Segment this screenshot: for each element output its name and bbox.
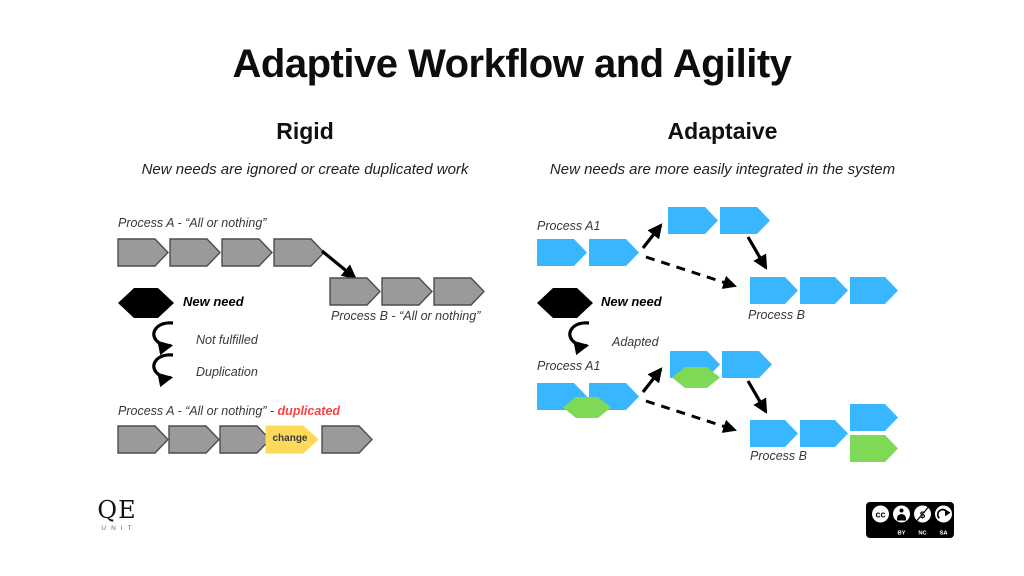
rigid-duplicated-word: duplicated: [277, 404, 341, 418]
adaptive-bottom-b-chevrons: [750, 404, 898, 447]
rigid-not-fulfilled-hook-arrow: [152, 321, 174, 356]
adaptive-process-a1-bottom-label: Process A1: [537, 359, 601, 373]
adaptive-process-b-bottom-label: Process B: [750, 449, 807, 463]
by-label: BY: [897, 531, 905, 537]
adaptive-top-a1-chevrons: [537, 207, 770, 266]
qe-unit-logo: QE UNIT: [86, 498, 148, 532]
rigid-change-chevron: [265, 425, 319, 454]
adaptive-heading: Adaptaive: [667, 118, 778, 144]
sa-arrow-icon: [936, 508, 951, 519]
sa-label: SA: [939, 531, 948, 537]
rigid-process-b-chevrons: [329, 277, 485, 306]
rigid-new-need-hexagon: [118, 288, 174, 318]
adaptive-process-b-top-label: Process B: [748, 308, 805, 322]
adaptive-new-need-hexagon: [537, 288, 593, 318]
adaptive-adapted-label: Adapted: [612, 335, 659, 349]
adaptive-adapted-hook-arrow: [568, 321, 590, 356]
adaptive-subtitle: New needs are more easily integrated in …: [549, 161, 896, 178]
adaptive-bottom-branch-arrow: [641, 367, 663, 393]
rigid-duplicated-prefix: Process A - “All or nothing” -: [118, 404, 278, 418]
adaptive-top-b-chevrons: [750, 277, 898, 304]
rigid-duplicated-chevrons: [117, 425, 373, 454]
adaptive-green-chevron: [850, 435, 898, 462]
by-person-icon: [897, 508, 906, 521]
page-title: Adaptive Workflow and Agility: [232, 42, 792, 86]
qe-logo-text: QE: [97, 496, 137, 524]
rigid-process-b-label: Process B - “All or nothing”: [331, 309, 481, 323]
adaptive-bottom-dashed-arrow: [645, 399, 737, 433]
cc-license-badge: cc $ BY NC SA: [866, 502, 954, 538]
rigid-duplication-hook-arrow: [152, 353, 174, 388]
rigid-new-need-label: New need: [183, 294, 244, 309]
nc-dollar-icon: $: [916, 507, 929, 521]
rigid-heading: Rigid: [276, 118, 334, 144]
svg-text:$: $: [920, 510, 926, 521]
rigid-change-label: change: [272, 433, 308, 444]
adaptive-top-down-arrow: [746, 236, 768, 270]
adaptive-top-branch-arrow: [641, 223, 663, 249]
rigid-duplication-label: Duplication: [196, 365, 258, 379]
adaptive-process-a1-top-label: Process A1: [537, 219, 601, 233]
rigid-subtitle: New needs are ignored or create duplicat…: [141, 161, 469, 178]
rigid-duplicated-label: Process A - “All or nothing” - duplicate…: [118, 404, 340, 418]
rigid-not-fulfilled-label: Not fulfilled: [196, 333, 258, 347]
rigid-process-a-label: Process A - “All or nothing”: [118, 216, 267, 230]
adaptive-new-need-label: New need: [601, 294, 662, 309]
nc-label: NC: [918, 531, 927, 537]
adaptive-green-hexagon-main: [563, 397, 611, 418]
cc-icon: cc: [875, 510, 885, 520]
rigid-process-a-chevrons: [117, 238, 325, 267]
adaptive-green-hexagon-branch: [672, 367, 720, 388]
qe-logo-subtext: UNIT: [101, 525, 137, 532]
adaptive-top-dashed-arrow: [645, 255, 737, 289]
rigid-a-to-b-arrow: [320, 249, 357, 280]
adaptive-bottom-down-arrow: [746, 380, 768, 414]
